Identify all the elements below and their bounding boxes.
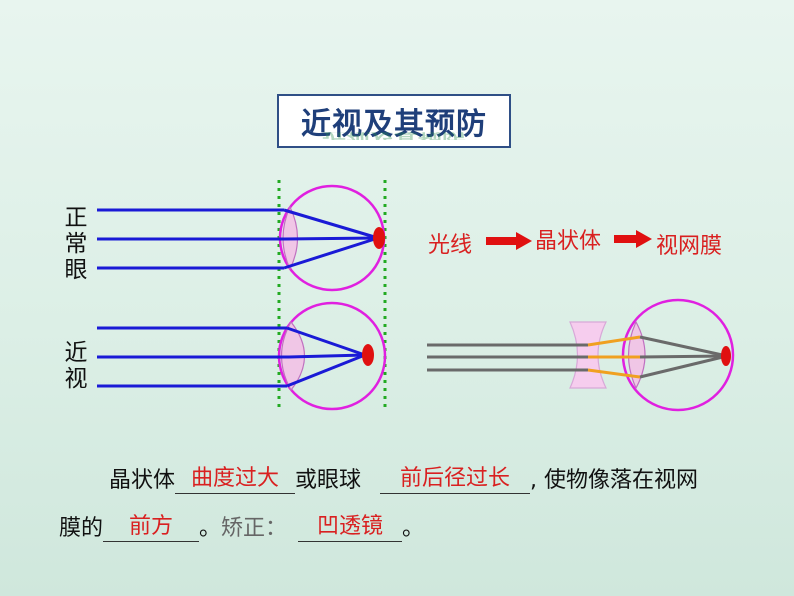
- diverged-ray-bottom: [587, 368, 641, 379]
- normal-refract-bottom: [283, 236, 379, 270]
- corrected-image-spot: [721, 346, 731, 366]
- myopic-refract-top: [286, 326, 366, 357]
- myopic-image-spot: [362, 344, 374, 366]
- blank-axial-length: 前后径过长: [380, 466, 531, 494]
- label-myopia: 近视: [64, 340, 88, 392]
- correction-diagram: [427, 298, 735, 412]
- flow-step-retina: 视网膜: [656, 234, 723, 259]
- text-or-eyeball: 或眼球: [295, 468, 362, 493]
- blank-concave-lens: 凹透镜: [298, 514, 403, 542]
- normal-image-spot: [373, 227, 385, 249]
- diverged-ray-top: [587, 335, 641, 347]
- blank-curvature: 曲度过大: [175, 466, 296, 494]
- myopic-refract-mid: [288, 353, 366, 359]
- focused-ray-top: [639, 335, 728, 358]
- text-period-2: 。: [402, 516, 425, 541]
- corrected-eyeball: [621, 298, 735, 412]
- text-image-falls: , 使物像落在视网: [530, 468, 699, 493]
- corrected-eye-lens: [627, 320, 646, 390]
- page-title: 近视及其预防: [301, 107, 487, 142]
- flow-step-light: 光线: [428, 233, 473, 258]
- focused-ray-bottom: [639, 354, 728, 379]
- flow-arrow-2: [614, 230, 652, 248]
- concave-lens: [569, 321, 607, 389]
- title-box: 近视及其预防: [277, 94, 511, 148]
- normal-refract-top: [283, 208, 379, 240]
- normal-eye: [97, 184, 386, 292]
- answer-line-1: 晶状体曲度过大或眼球 前后径过长, 使物像落在视网: [109, 462, 698, 494]
- text-lens: 晶状体: [109, 468, 176, 493]
- myopic-refract-bottom: [286, 353, 366, 388]
- myopic-eye: [97, 301, 387, 411]
- normal-refract-mid: [284, 236, 379, 241]
- blank-front: 前方: [103, 514, 200, 542]
- answer-line-2: 膜的前方。矫正： 凹透镜。: [59, 510, 424, 542]
- text-correction: 矫正：: [221, 516, 288, 541]
- text-retina-of: 膜的: [59, 516, 104, 541]
- focused-ray-mid: [639, 354, 728, 359]
- label-normal-eye: 正常眼: [64, 205, 88, 283]
- text-period-1: 。: [199, 516, 222, 541]
- flow-step-lens: 晶状体: [535, 229, 602, 254]
- flow-arrow-1: [486, 232, 532, 250]
